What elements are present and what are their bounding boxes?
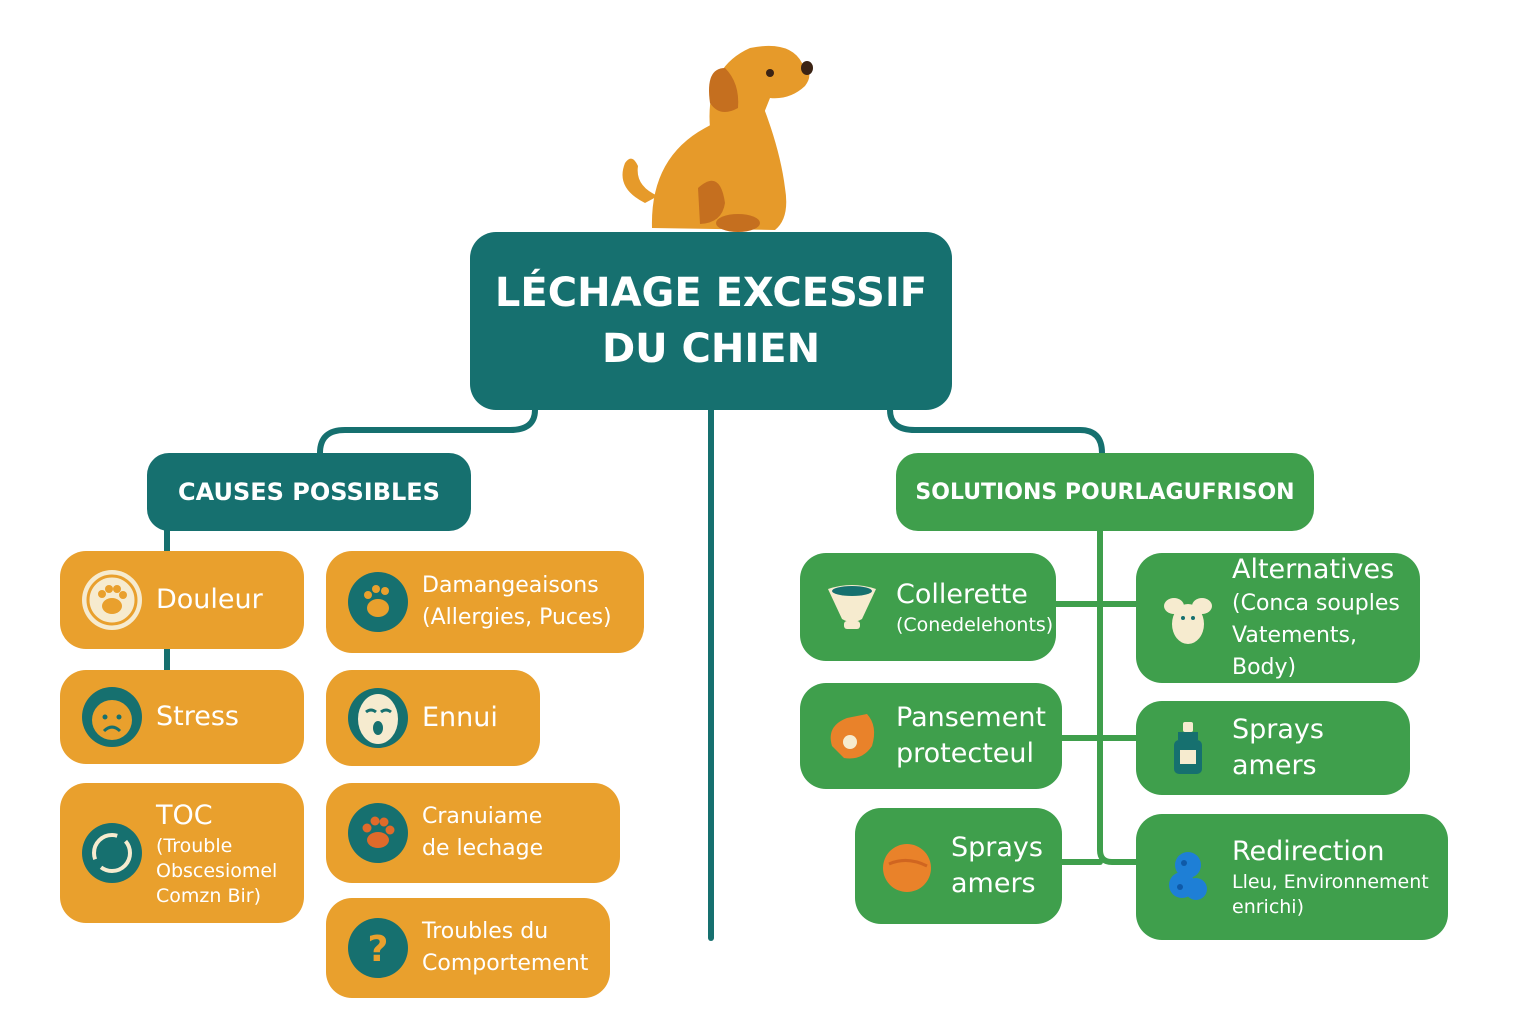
main-title-line-1: LÉCHAGE EXCESSIF: [494, 270, 928, 316]
cause-card-troubles: ? Troubles du Comportement: [326, 898, 610, 998]
branch-to-causes: [317, 407, 538, 456]
cause-sub-6: de lechage: [422, 836, 544, 861]
spray-bottle-icon: [1158, 718, 1218, 778]
solution-card-sprays-1: Sprays amers: [1136, 701, 1410, 795]
cause-sub-5b: Obscesiomel: [156, 859, 278, 882]
cause-label-2: Damangeaisons: [422, 573, 599, 598]
solutions-spine: [1097, 527, 1139, 865]
cause-label-1: Douleur: [156, 584, 263, 615]
solution-sub-2a: (Conca souples: [1232, 591, 1400, 616]
cause-card-ennui: Ennui: [326, 670, 540, 766]
cause-card-demangeaisons: Damangeaisons (Allergies, Puces): [326, 551, 644, 653]
solution-label-1: Collerette: [896, 578, 1028, 610]
bored-face-icon: [348, 688, 408, 748]
solution-card-pansement: Pansement protecteul: [800, 683, 1062, 789]
main-title-box: LÉCHAGE EXCESSIF DU CHIEN: [470, 232, 952, 410]
solution-card-redirection: Redirection Lleu, Environnement enrichi): [1136, 814, 1448, 940]
solution-label-5: Sprays: [951, 832, 1043, 863]
paw-icon: [82, 570, 142, 630]
cause-label-5: TOC: [156, 799, 213, 831]
solution-label-4: Sprays amers: [1232, 714, 1324, 781]
solution-label-6: Redirection: [1232, 836, 1385, 867]
cause-label-4: Ennui: [422, 702, 498, 733]
solution-label-3: Pansement: [896, 702, 1047, 733]
question-mark-icon: ?: [348, 918, 408, 978]
solution-sub-6a: Lleu, Environnement: [1232, 871, 1429, 893]
cause-label-6: Cranuiame: [422, 804, 543, 829]
ball-icon: [877, 836, 937, 896]
solution-sub-5: amers: [951, 868, 1036, 899]
solution-sub-3: protecteul: [896, 738, 1035, 769]
puzzle-toy-icon: [1158, 847, 1218, 907]
cause-sub-5c: Comzn Bir): [156, 884, 261, 907]
cycle-arrows-icon: [82, 823, 142, 883]
solution-label-2: Alternatives: [1232, 554, 1395, 585]
stressed-dog-icon: [82, 687, 142, 747]
svg-text:?: ?: [368, 929, 389, 970]
cause-label-7: Troubles du: [422, 919, 549, 944]
solution-card-collerette: Collerette (Conedelehonts): [800, 553, 1056, 661]
cone-collar-icon: [822, 577, 882, 637]
cause-sub-2: (Allergies, Puces): [422, 605, 612, 630]
bandaged-paw-icon: [822, 706, 882, 766]
cause-card-douleur: Douleur: [60, 551, 304, 649]
solution-sub-6b: enrichi): [1232, 896, 1305, 918]
cause-card-stress: Stress: [60, 670, 304, 764]
causes-header: CAUSES POSSIBLES: [147, 453, 471, 531]
cause-card-cranuiame: Cranuiame de lechage: [326, 783, 620, 883]
solution-sub-1: (Conedelehonts): [896, 613, 1054, 636]
solutions-header: SOLUTIONS POURLAGUFRISON: [896, 453, 1314, 531]
cause-card-toc: TOC (Trouble Obscesiomel Comzn Bir): [60, 783, 304, 923]
main-title-line-2: DU CHIEN: [601, 326, 821, 372]
soft-toy-icon: [1158, 588, 1218, 648]
solution-card-alternatives: Alternatives (Conca souples Vatements, B…: [1136, 553, 1420, 683]
sitting-dog-icon: [622, 45, 813, 232]
solution-sub-2b: Vatements, Body): [1232, 623, 1357, 680]
scratching-paw-icon: [348, 572, 408, 632]
cause-sub-5a: (Trouble: [156, 834, 233, 857]
solution-card-sprays-2: Sprays amers: [855, 808, 1062, 924]
cause-sub-7: Comportement: [422, 951, 589, 976]
cause-label-3: Stress: [156, 701, 239, 732]
red-paw-icon: [348, 803, 408, 863]
branch-to-solutions: [887, 407, 1105, 456]
